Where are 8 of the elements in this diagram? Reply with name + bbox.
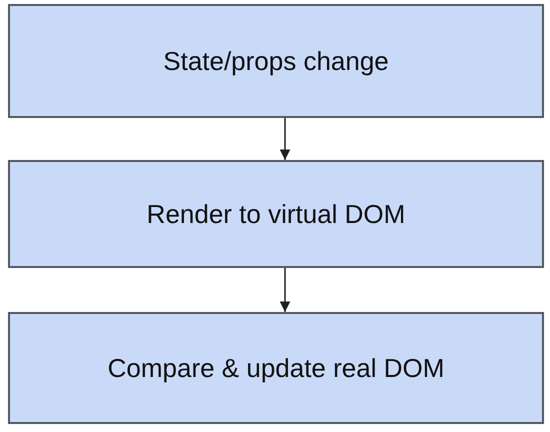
arrow	[280, 268, 290, 312]
box-label: Compare & update real DOM	[108, 352, 444, 384]
process-box	[8, 4, 544, 118]
box-label: State/props change	[163, 46, 389, 76]
process-box	[8, 160, 544, 268]
arrow	[280, 118, 290, 160]
box-label: Render to virtual DOM	[146, 198, 406, 230]
process-box	[8, 312, 544, 424]
